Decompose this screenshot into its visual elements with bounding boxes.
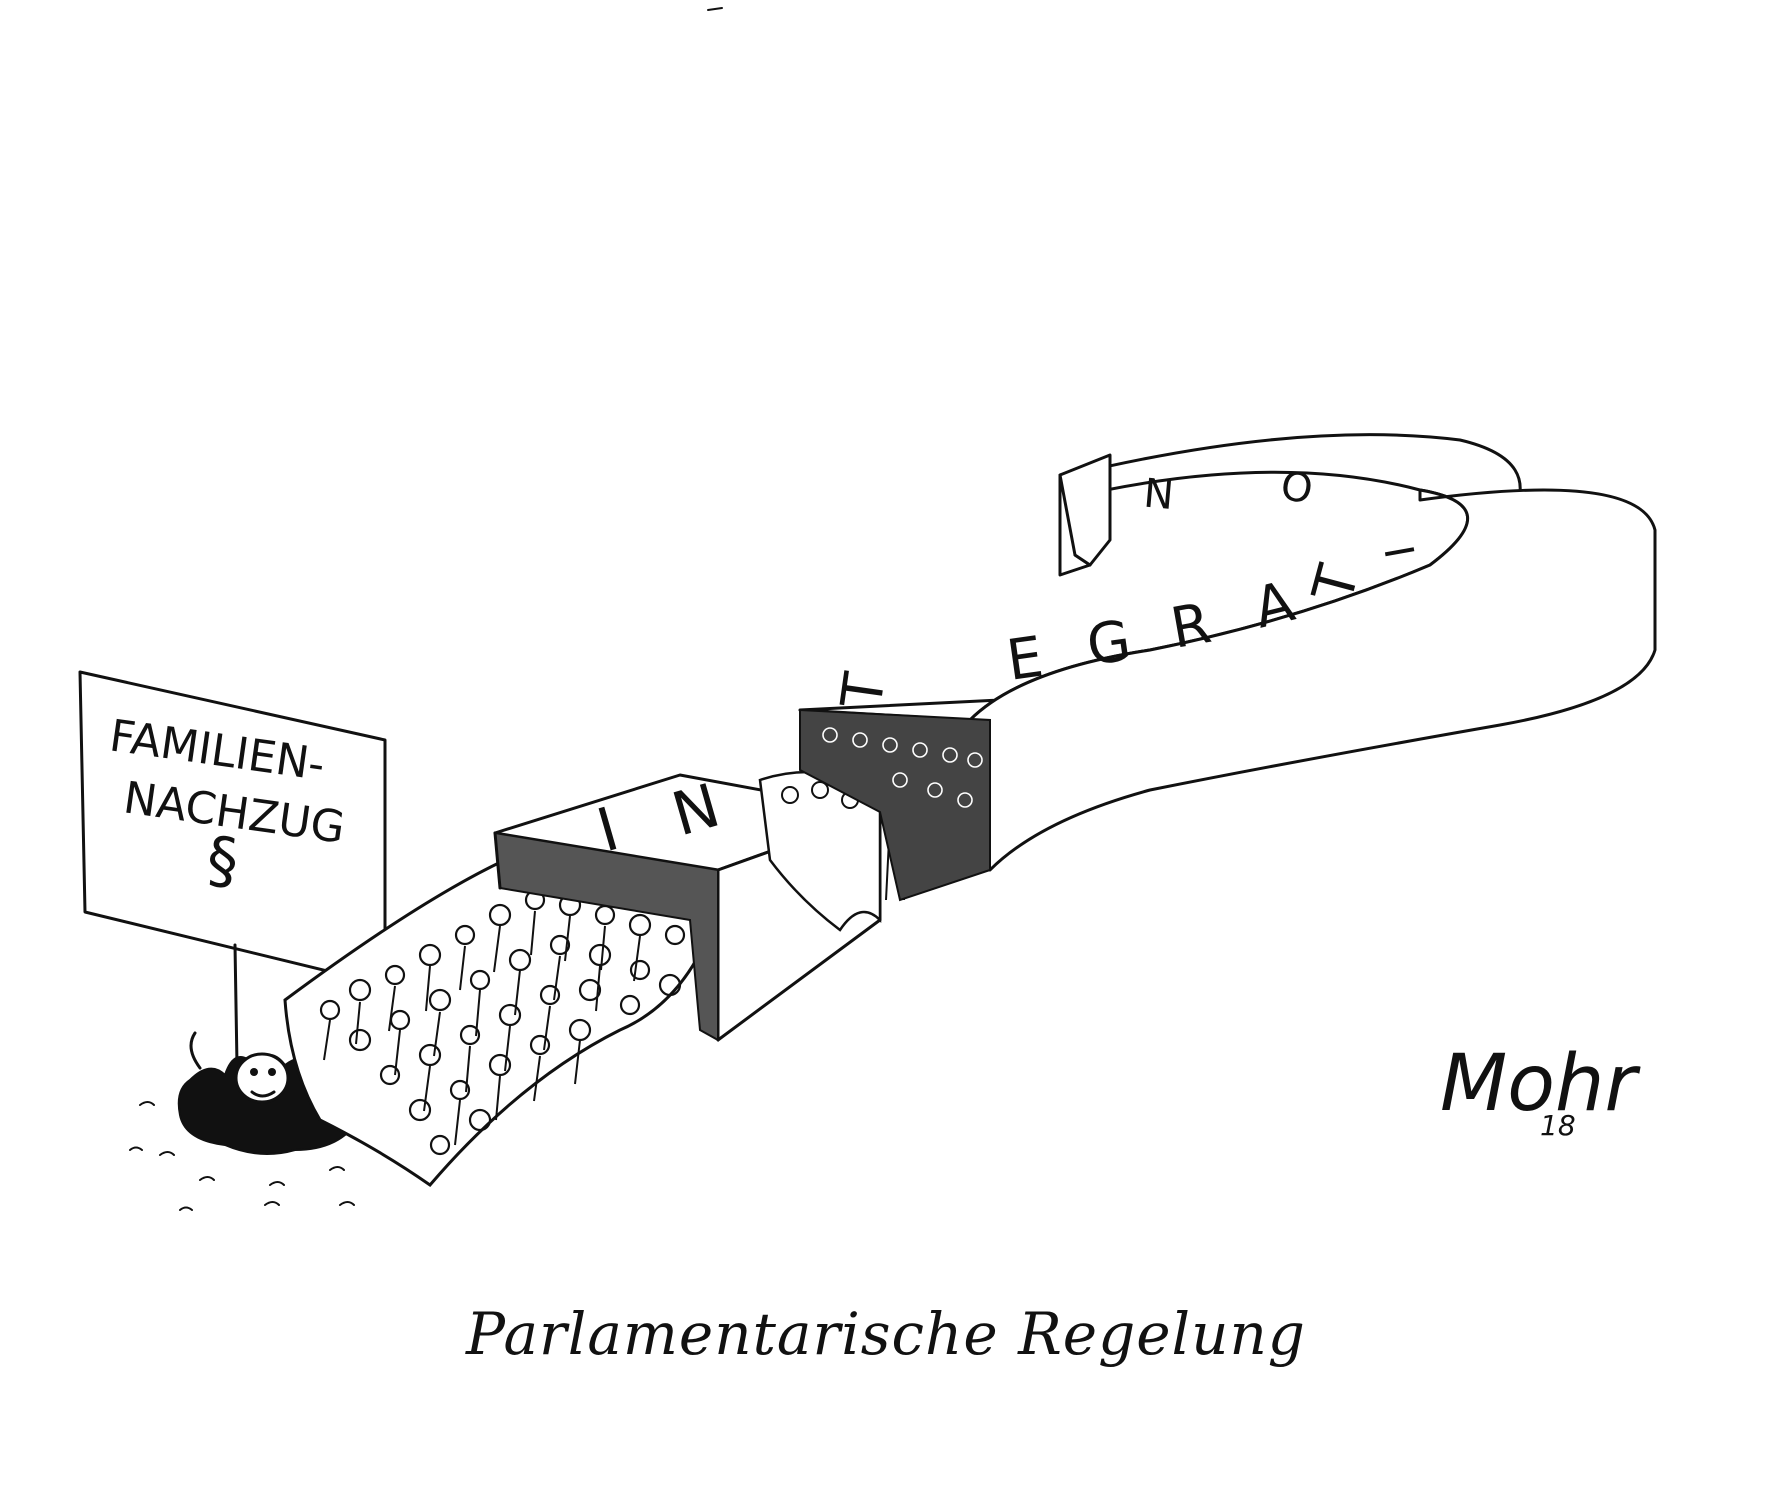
signature-name: Mohr (1440, 1039, 1641, 1129)
signature-year: 18 (1540, 1109, 1576, 1142)
letter-n2: N (1142, 467, 1176, 515)
caption: Parlamentarische Regelung (466, 1300, 1306, 1368)
letter-t1: T (829, 668, 898, 713)
letter-g: G (1083, 608, 1135, 678)
sign-post (233, 943, 239, 1067)
curve-side-wall (968, 488, 1657, 872)
curve-cutaway (799, 708, 991, 902)
sign-familiennachzug: FAMILIEN- NACHZUG § (78, 670, 387, 1067)
letter-o: O (1278, 460, 1317, 511)
stray-mark (707, 7, 723, 11)
artist-signature: Mohr 18 (1440, 1039, 1641, 1142)
letter-i2: I (1377, 542, 1424, 562)
paragraph-symbol: § (203, 822, 241, 898)
question-mark-curve: T E G R A T I O N (798, 433, 1657, 902)
letter-t2: T (1300, 558, 1372, 610)
letter-e: E (1003, 625, 1047, 694)
eagle-head (234, 1052, 290, 1104)
